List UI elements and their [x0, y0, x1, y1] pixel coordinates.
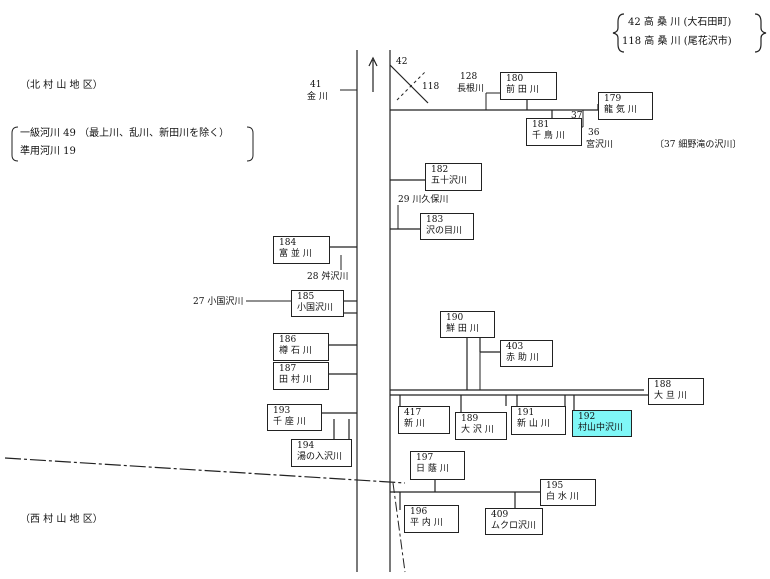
- river-41-num: 41: [310, 80, 322, 90]
- flow-arrow-head: [368, 56, 378, 67]
- river-36-name: 宮沢川: [586, 140, 614, 150]
- river-128-name: 長根川: [457, 84, 485, 94]
- river-42-label: 42: [396, 57, 408, 67]
- first-class-count: 一級河川 49 （最上川、乱川、新田川を除く）: [20, 128, 230, 139]
- region-north-label: （北 村 山 地 区）: [20, 80, 103, 91]
- region-west-label: （西 村 山 地 区）: [20, 514, 103, 525]
- river-36-num: 36: [588, 128, 600, 138]
- river-118-label: 118: [422, 82, 440, 92]
- legend-row-118: 118 高 桑 川 (尾花沢市): [622, 36, 732, 47]
- river-29-label: 29 川久保川: [398, 195, 449, 205]
- district-boundary-line: [4, 457, 406, 484]
- prefecture-boundary-dotted: [396, 71, 426, 101]
- legend-row-42: 42 高 桑 川 (大石田町): [628, 17, 732, 28]
- quasi-river-count: 準用河川 19: [20, 146, 76, 157]
- river-27-label: 27 小国沢川: [193, 297, 244, 307]
- note-37-label: 〔37 細野滝の沢川〕: [655, 140, 742, 150]
- river-128-num: 128: [460, 72, 478, 82]
- river-41-name: 金 川: [307, 92, 328, 102]
- river-28-label: 28 舛沢川: [307, 272, 349, 282]
- river-37-label: 37: [571, 111, 583, 121]
